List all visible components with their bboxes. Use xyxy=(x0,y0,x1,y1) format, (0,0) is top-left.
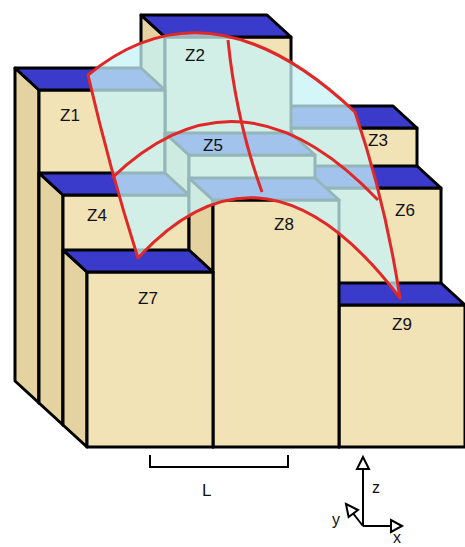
block-label: Z5 xyxy=(203,137,223,154)
surface-gridline xyxy=(228,40,262,192)
block-label: Z6 xyxy=(395,202,415,219)
block-side xyxy=(15,68,39,403)
axis-line xyxy=(362,466,364,526)
block-front xyxy=(339,305,465,447)
axis-arrowhead xyxy=(346,504,358,517)
axis-arrowhead xyxy=(357,457,369,469)
axis-line xyxy=(363,525,393,527)
block-label: Z9 xyxy=(392,316,412,333)
axis-label: y xyxy=(332,512,340,528)
dimension-bracket xyxy=(150,455,288,467)
axis-triad xyxy=(346,457,402,532)
dimension-label: L xyxy=(202,482,211,499)
block-label: Z1 xyxy=(60,107,80,124)
block-label: Z8 xyxy=(274,216,294,233)
block-side xyxy=(39,173,63,425)
block-front xyxy=(87,272,213,447)
surface-patch xyxy=(88,33,400,298)
block-front xyxy=(213,200,339,447)
axis-label: x xyxy=(393,530,401,546)
block-label: Z7 xyxy=(138,290,158,307)
block-label: Z2 xyxy=(185,47,205,64)
block-label: Z4 xyxy=(87,207,107,224)
axis-label: z xyxy=(372,480,380,496)
block-side xyxy=(63,250,87,447)
block-label: Z3 xyxy=(368,132,388,149)
